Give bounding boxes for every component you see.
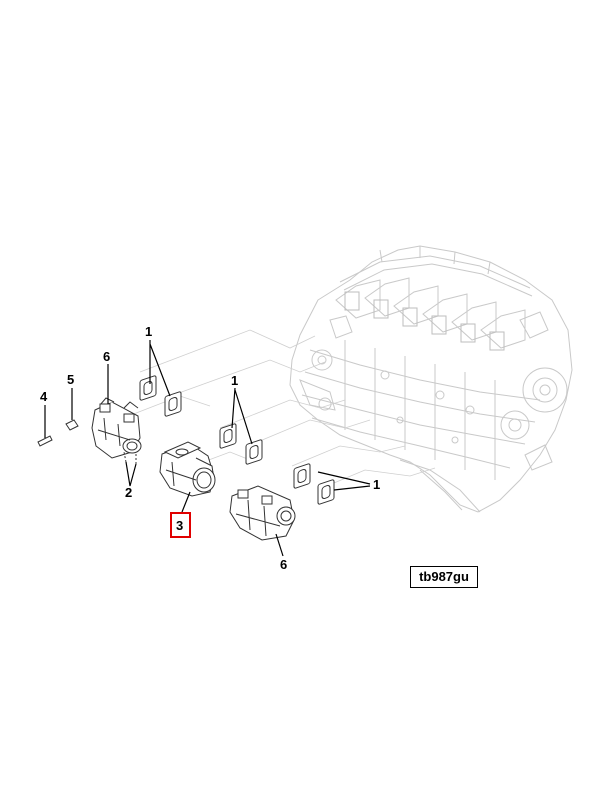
gasket-part <box>219 423 237 449</box>
callout-center-manifold: 3 <box>176 518 183 533</box>
exhaust-manifold-rear <box>91 397 142 459</box>
gasket-part <box>139 375 157 401</box>
reference-code-label: tb987gu <box>410 566 478 588</box>
callout-manifold-front: 6 <box>280 557 287 572</box>
leader-lines <box>44 340 371 557</box>
callout-manifold-rear: 6 <box>103 349 110 364</box>
gasket-part <box>245 439 263 465</box>
callout-bolt: 2 <box>125 485 132 500</box>
callout-nut: 5 <box>67 372 74 387</box>
exhaust-manifold-front <box>229 485 296 541</box>
gasket-part <box>293 463 311 489</box>
gasket-group-upper <box>139 375 182 417</box>
callout-highlight-box <box>170 512 191 538</box>
gasket-part <box>317 479 335 505</box>
callout-gasket-lower: 1 <box>373 477 380 492</box>
callout-gasket-upper: 1 <box>145 324 152 339</box>
callout-gasket-middle: 1 <box>231 373 238 388</box>
nut-part <box>65 419 79 431</box>
engine-block-illustration <box>289 245 573 513</box>
gasket-part <box>164 391 182 417</box>
exhaust-manifold-center <box>159 441 216 497</box>
assembly-guide-lines <box>117 329 436 489</box>
stud-part <box>37 435 53 447</box>
gasket-group-lower <box>293 463 335 505</box>
bolt-part <box>123 451 137 464</box>
gasket-group-middle <box>219 423 263 465</box>
callout-stud: 4 <box>40 389 48 404</box>
